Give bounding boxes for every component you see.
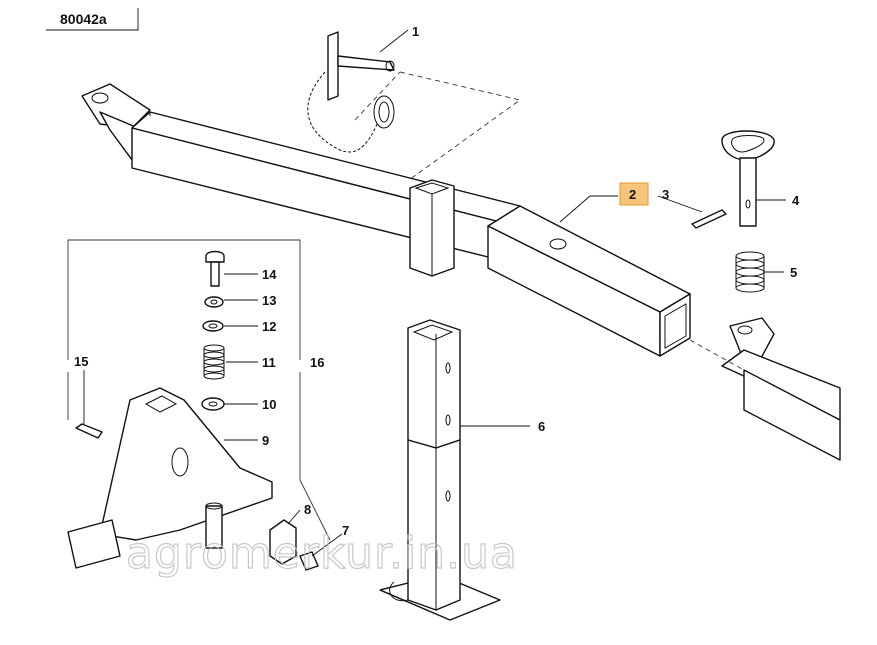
linch-pin-part-1	[307, 31, 395, 153]
dowel-pin-part-3	[691, 209, 727, 229]
callout-8: 8	[304, 502, 311, 517]
locking-pin-part-4	[721, 130, 775, 227]
assembly-lines	[354, 71, 522, 191]
reference-code-box: 80042a	[46, 8, 139, 31]
callouts: 1 2 3 4 5 6 7 8 9 10 11 12 13 14 15 16	[74, 24, 800, 538]
mounting-bracket	[689, 317, 841, 461]
callout-5: 5	[790, 265, 797, 280]
reference-code: 80042a	[60, 11, 107, 27]
group-frame	[67, 239, 331, 541]
callout-1: 1	[412, 24, 419, 39]
callout-15: 15	[74, 354, 88, 369]
stand-leg-part-6	[379, 319, 501, 621]
callout-9: 9	[262, 433, 269, 448]
callout-2: 2	[629, 187, 636, 202]
leader-lines	[83, 29, 786, 557]
callout-3: 3	[662, 187, 669, 202]
callout-12: 12	[262, 319, 276, 334]
drawbar-part-2	[81, 83, 691, 357]
callout-13: 13	[262, 293, 276, 308]
jack-stand-assembly	[67, 250, 319, 571]
callout-4: 4	[792, 193, 800, 208]
callout-14: 14	[262, 267, 277, 282]
callout-10: 10	[262, 397, 276, 412]
callout-7: 7	[342, 523, 349, 538]
callout-2-highlight	[619, 182, 649, 206]
spring-part-5	[735, 251, 765, 293]
callout-16: 16	[310, 355, 324, 370]
watermark: agromerkur.in.ua	[126, 528, 518, 579]
callout-11: 11	[262, 355, 276, 370]
callout-6: 6	[538, 419, 545, 434]
